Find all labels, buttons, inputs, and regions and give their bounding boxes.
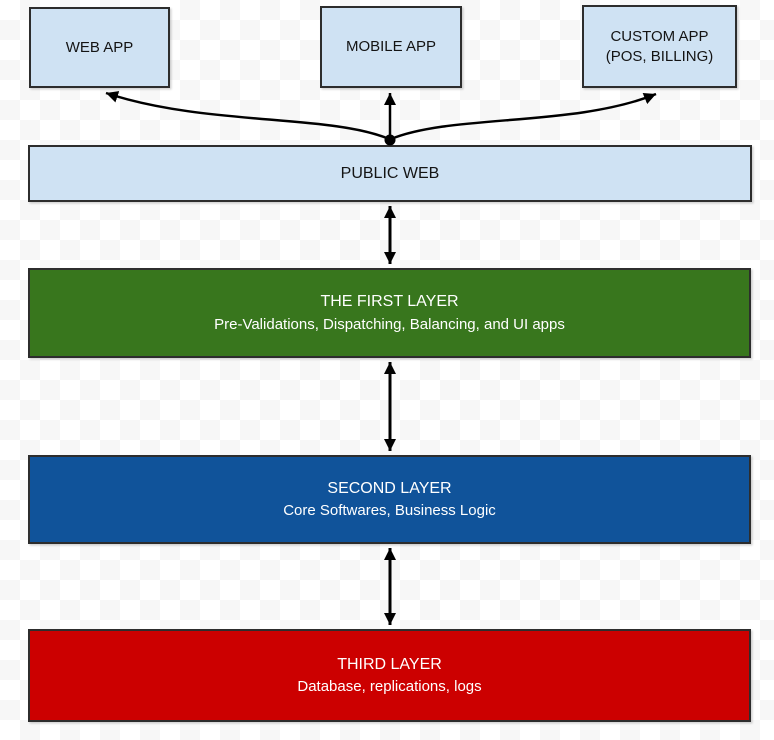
mobile-app-box: MOBILE APP xyxy=(320,6,462,88)
third-layer-subtitle: Database, replications, logs xyxy=(297,678,482,696)
first-layer-subtitle: Pre-Validations, Dispatching, Balancing,… xyxy=(214,315,565,333)
custom-app-label-line2: (POS, BILLING) xyxy=(605,47,714,65)
fanout-arrows xyxy=(105,91,657,146)
web-app-box: WEB APP xyxy=(29,7,170,88)
second-layer-title: SECOND LAYER xyxy=(327,479,452,497)
mobile-app-label: MOBILE APP xyxy=(345,38,437,56)
first-layer-bar: THE FIRST LAYER Pre-Validations, Dispatc… xyxy=(28,268,751,358)
custom-app-label-line1: CUSTOM APP xyxy=(610,28,709,45)
public-web-label: PUBLIC WEB xyxy=(340,164,440,182)
second-layer-bar: SECOND LAYER Core Softwares, Business Lo… xyxy=(28,455,751,544)
public-web-bar: PUBLIC WEB xyxy=(28,145,752,202)
arrow-to-web-app xyxy=(105,91,390,141)
first-layer-title: THE FIRST LAYER xyxy=(320,293,459,311)
web-app-label: WEB APP xyxy=(65,38,134,56)
convergence-dot xyxy=(384,134,396,146)
third-layer-bar: THIRD LAYER Database, replications, logs xyxy=(28,629,751,722)
arrow-to-custom-app xyxy=(390,92,657,141)
third-layer-title: THIRD LAYER xyxy=(337,655,442,673)
second-layer-subtitle: Core Softwares, Business Logic xyxy=(283,502,496,520)
custom-app-box: CUSTOM APP (POS, BILLING) xyxy=(582,5,737,88)
